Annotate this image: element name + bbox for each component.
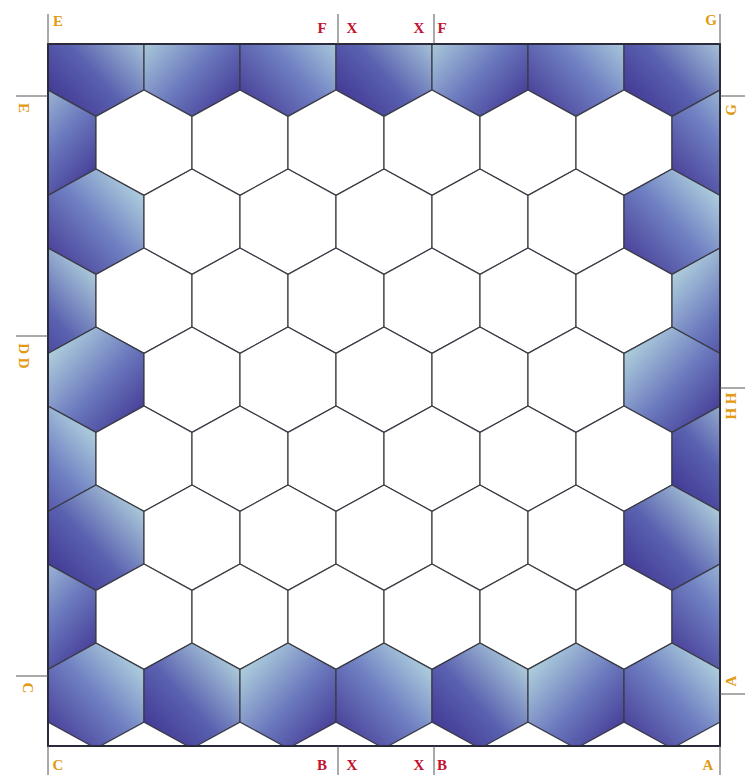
water-hex bbox=[528, 643, 624, 746]
tick-line bbox=[720, 746, 721, 775]
edge-ticks bbox=[16, 14, 745, 775]
tick-line bbox=[720, 388, 745, 389]
edge-label: F bbox=[317, 21, 326, 36]
edge-label: B bbox=[437, 758, 447, 773]
edge-label: C bbox=[53, 758, 64, 773]
edge-label: X bbox=[347, 21, 358, 36]
water-hex bbox=[336, 643, 432, 746]
hex-grid bbox=[48, 44, 720, 746]
edge-label: E bbox=[16, 103, 31, 113]
edge-label: C bbox=[20, 683, 35, 694]
water-hex bbox=[144, 643, 240, 746]
edge-label: G bbox=[724, 104, 739, 116]
edge-label: A bbox=[724, 676, 739, 687]
edge-label: X bbox=[414, 21, 425, 36]
edge-label: F bbox=[437, 21, 446, 36]
board-border bbox=[48, 44, 720, 746]
edge-label: D D bbox=[16, 343, 31, 368]
tick-line bbox=[434, 746, 435, 775]
tick-line bbox=[16, 336, 48, 337]
edge-label: G bbox=[705, 13, 717, 28]
edge-label: H H bbox=[724, 392, 739, 419]
water-hex bbox=[48, 643, 144, 746]
edge-label: X bbox=[347, 758, 358, 773]
tick-line bbox=[16, 676, 48, 677]
tick-line bbox=[338, 746, 339, 775]
tick-line bbox=[48, 14, 49, 44]
tick-line bbox=[720, 14, 721, 44]
tick-line bbox=[434, 14, 435, 44]
edge-label: X bbox=[414, 758, 425, 773]
water-hex bbox=[624, 643, 720, 746]
edge-label: E bbox=[53, 14, 63, 29]
water-hex bbox=[240, 643, 336, 746]
tick-line bbox=[48, 746, 49, 775]
tick-line bbox=[720, 96, 745, 97]
tick-line bbox=[338, 14, 339, 44]
tick-line bbox=[16, 96, 48, 97]
edge-label: B bbox=[317, 758, 327, 773]
tick-line bbox=[720, 694, 745, 695]
water-hex bbox=[432, 643, 528, 746]
edge-label: A bbox=[703, 758, 714, 773]
